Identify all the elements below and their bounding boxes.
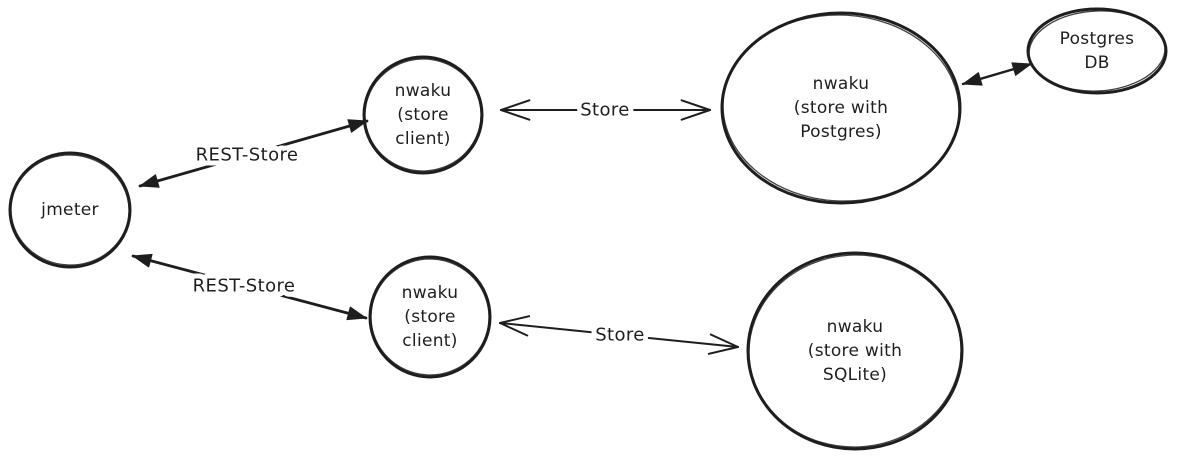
node-label-line: client) — [402, 331, 457, 351]
arrowhead-filled-icon — [132, 253, 153, 268]
edge-rest-store-top — [138, 119, 369, 188]
edge-label: Store — [595, 325, 645, 346]
node-label-line: (store — [404, 307, 455, 327]
node-ellipse-sketch — [370, 258, 490, 376]
edge-line — [138, 119, 369, 188]
edge-line — [499, 322, 739, 348]
node-label-line: DB — [1084, 53, 1109, 73]
node-label-line: (store with — [808, 341, 902, 361]
arrowhead-filled-icon — [139, 174, 160, 188]
arrowhead-filled-icon — [1011, 62, 1032, 76]
node-ellipse-sketch — [1028, 10, 1166, 92]
node-label-line: nwaku — [827, 317, 884, 337]
node-ellipse — [8, 151, 132, 269]
node-ellipse-sketch — [364, 58, 482, 172]
node-label-line: client) — [395, 129, 450, 149]
node-ellipse — [1026, 7, 1168, 95]
edge-label: Store — [580, 100, 630, 121]
arrowhead-open-icon — [500, 99, 531, 111]
node-jmeter: jmeter — [8, 151, 132, 269]
node-label-line: jmeter — [40, 200, 99, 220]
arrowhead-open-icon — [680, 99, 711, 111]
edge-label: REST-Store — [193, 276, 296, 297]
arrowhead-open-icon — [500, 109, 531, 121]
node-nwaku-store-client-bottom: nwaku (store client) — [368, 255, 492, 379]
edge-postgres-db-link — [961, 62, 1033, 86]
node-ellipse — [362, 55, 484, 175]
node-label-line: nwaku — [402, 283, 459, 303]
arrowhead-open-icon — [499, 322, 529, 337]
node-ellipse — [720, 11, 962, 205]
edge-store-top — [500, 99, 711, 121]
arrowhead-open-icon — [709, 333, 739, 348]
node-ellipse-sketch — [10, 154, 130, 266]
node-ellipse-sketch — [748, 254, 962, 448]
arrowhead-open-icon — [680, 109, 711, 121]
arrowhead-filled-icon — [347, 119, 368, 133]
node-label-line: Postgres — [1060, 29, 1135, 49]
arrowhead-open-icon — [499, 315, 531, 324]
node-label-line: nwaku — [395, 81, 452, 101]
edge-line — [131, 254, 368, 320]
node-label-line: nwaku — [813, 74, 870, 94]
edge-rest-store-bottom — [131, 253, 368, 321]
node-ellipse-sketch — [722, 14, 960, 202]
node-ellipse — [746, 251, 964, 451]
edge-label: REST-Store — [196, 145, 299, 166]
node-label-line: Postgres) — [800, 122, 882, 142]
arrowhead-filled-icon — [962, 72, 983, 86]
node-label-line: (store with — [794, 98, 888, 118]
node-label-line: (store — [397, 105, 448, 125]
node-nwaku-store-client-top: nwaku (store client) — [362, 55, 484, 175]
arrowhead-filled-icon — [346, 306, 367, 321]
edge-store-bottom — [499, 315, 739, 355]
node-label-line: SQLite) — [823, 365, 887, 385]
arrowhead-open-icon — [707, 346, 739, 355]
node-ellipse — [368, 255, 492, 379]
